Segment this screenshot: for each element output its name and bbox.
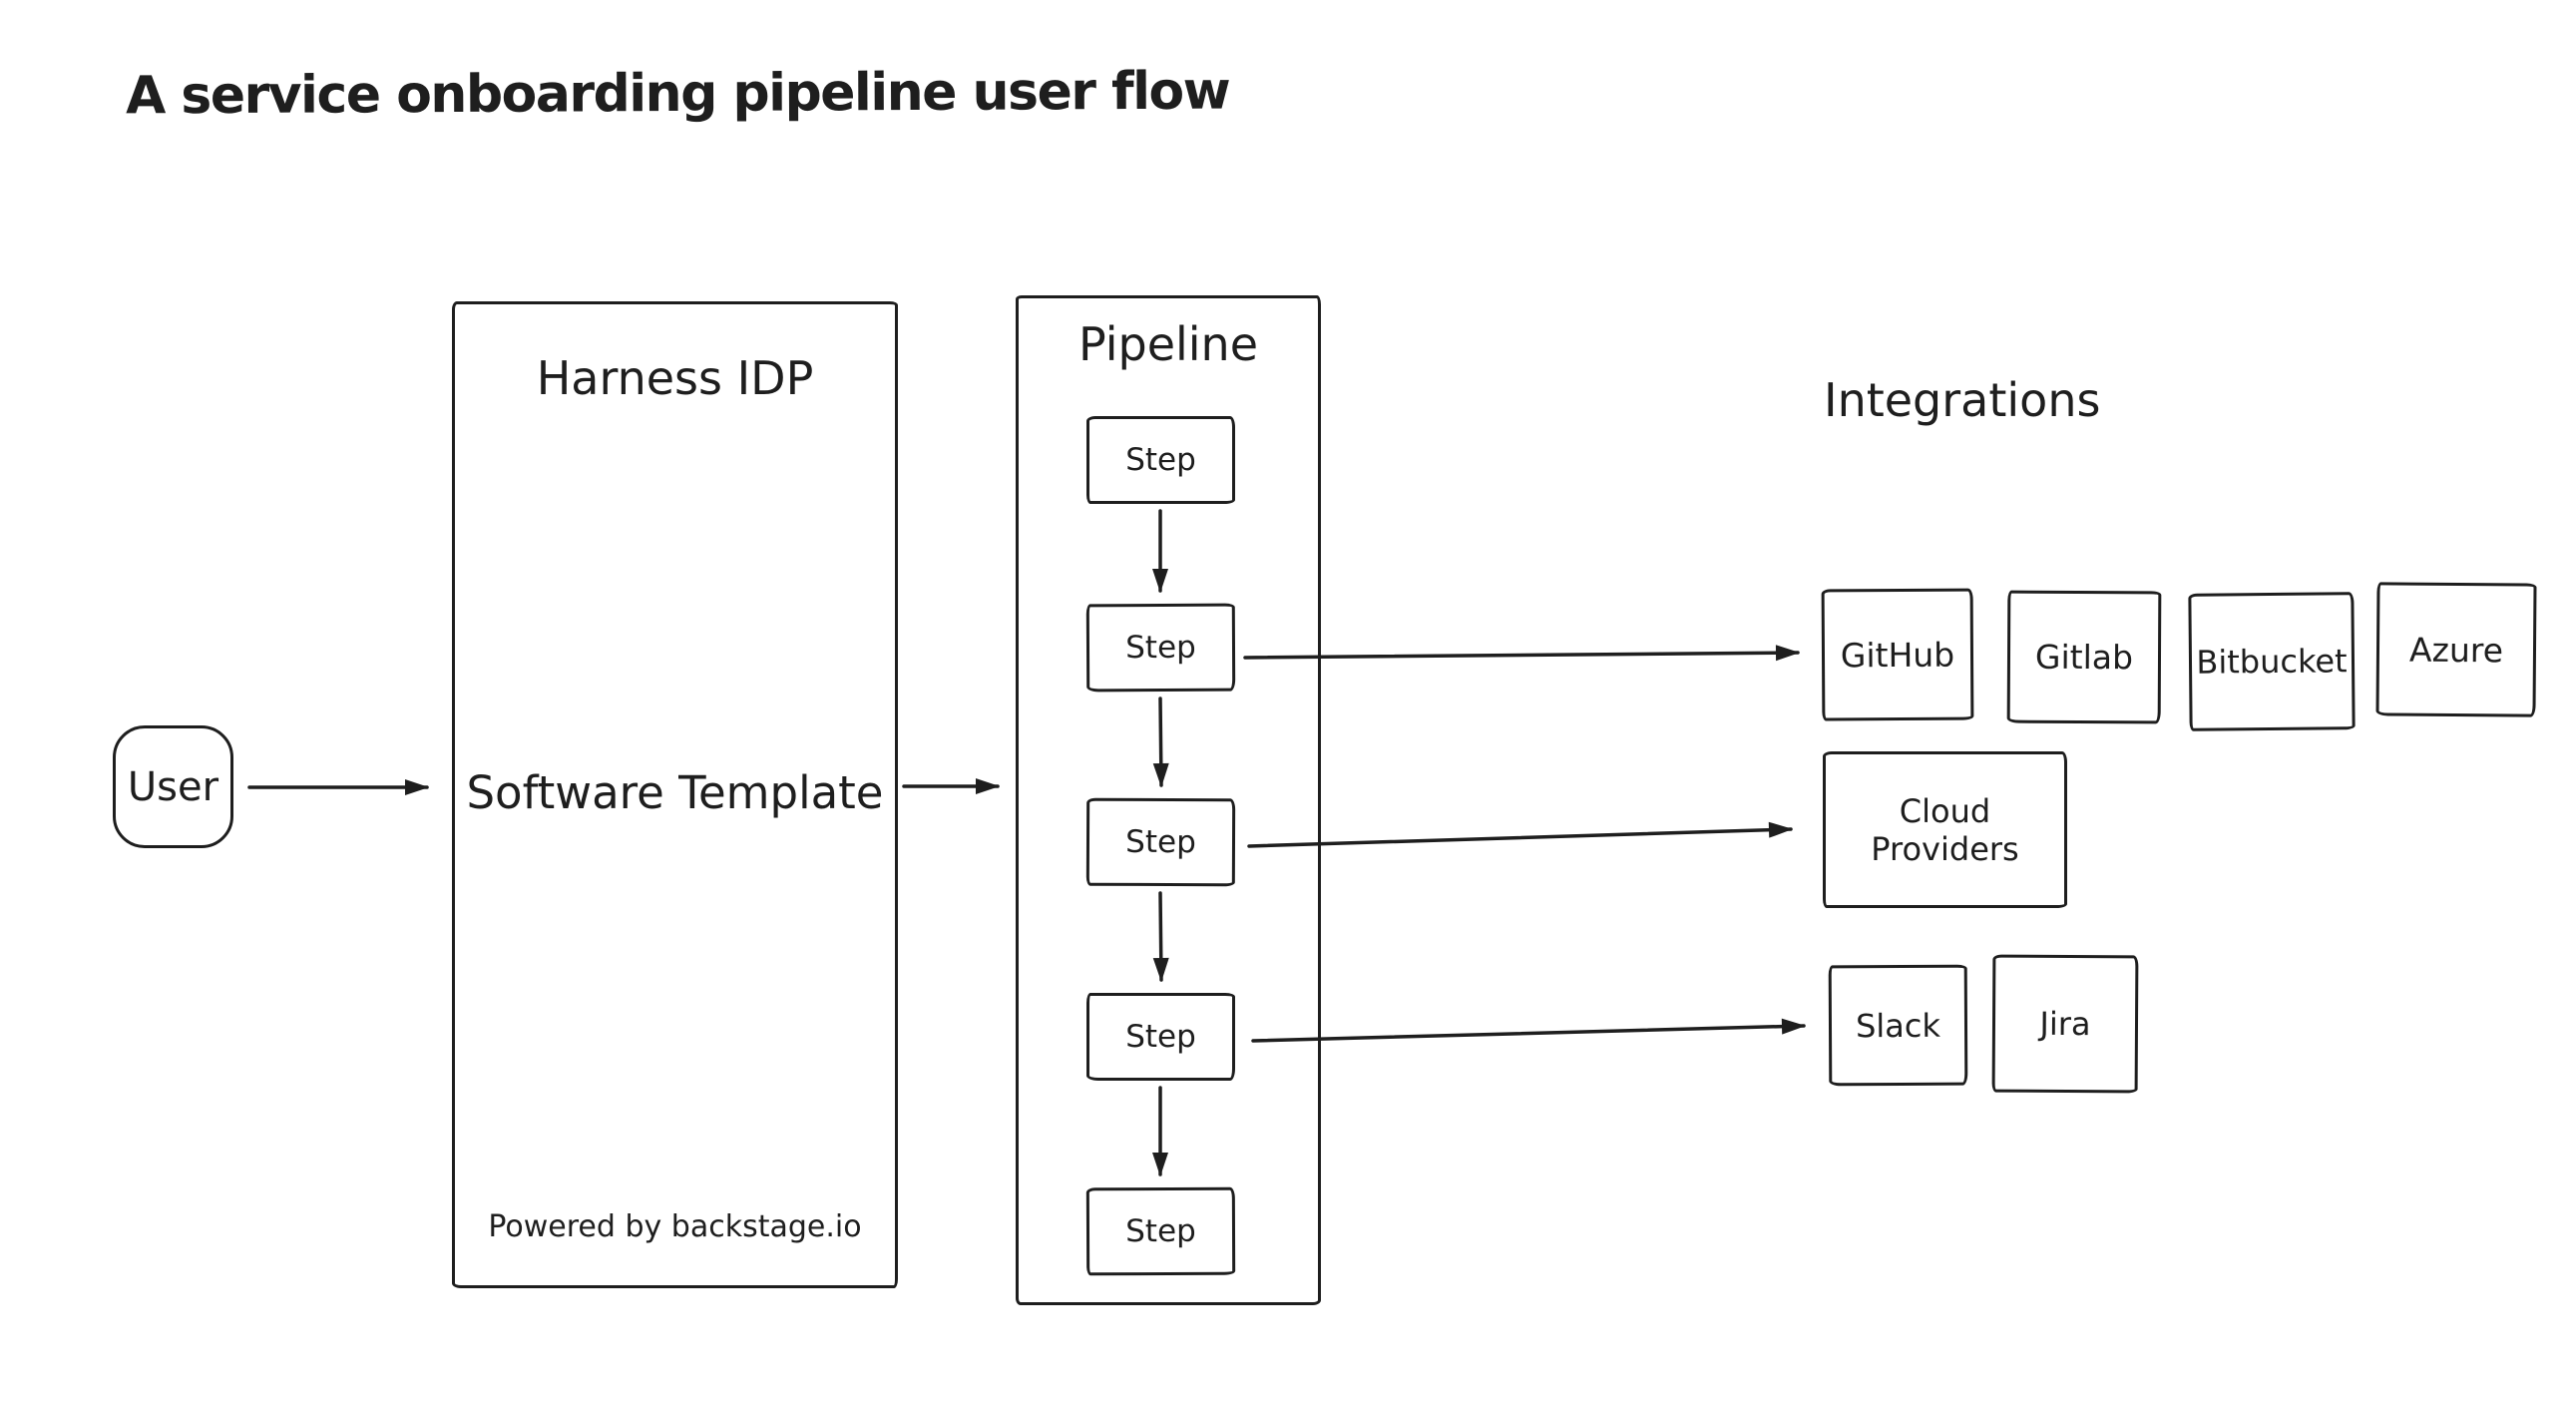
step-node-4: Step [1086, 993, 1235, 1081]
diagram-title: A service onboarding pipeline user flow [125, 61, 1230, 127]
github-label: GitHub [1840, 635, 1955, 675]
step-label: Step [1125, 1019, 1196, 1055]
step-label: Step [1125, 629, 1196, 667]
slack-label: Slack [1855, 1006, 1941, 1045]
slack-node: Slack [1828, 964, 1968, 1087]
step-node-1: Step [1086, 416, 1235, 504]
user-node: User [113, 725, 233, 848]
arrow-step4-to-slack [1251, 1018, 1806, 1043]
gitlab-label: Gitlab [2034, 637, 2134, 678]
step-node-2: Step [1085, 603, 1236, 693]
jira-node: Jira [1991, 954, 2139, 1094]
jira-label: Jira [2039, 1004, 2091, 1044]
harness-idp-box [452, 301, 898, 1288]
step-label: Step [1125, 442, 1196, 478]
gitlab-node: Gitlab [2006, 590, 2162, 724]
cloud-providers-node: Cloud Providers [1823, 751, 2067, 908]
arrow-step2-to-github [1243, 645, 1800, 662]
integrations-title: Integrations [1824, 373, 2101, 427]
step-label: Step [1125, 1212, 1196, 1250]
azure-label: Azure [2408, 630, 2504, 670]
software-template-label: Software Template [466, 766, 884, 819]
cloud-providers-label: Cloud Providers [1871, 791, 2019, 868]
pipeline-title: Pipeline [1077, 317, 1259, 371]
harness-idp-title: Harness IDP [536, 351, 814, 405]
arrow-step3-to-cloud-providers [1247, 821, 1793, 848]
step-label: Step [1125, 823, 1196, 861]
step-node-5: Step [1085, 1186, 1236, 1276]
backstage-footer-label: Powered by backstage.io [488, 1209, 862, 1244]
bitbucket-label: Bitbucket [2196, 642, 2348, 682]
github-node: GitHub [1821, 588, 1974, 721]
bitbucket-node: Bitbucket [2188, 592, 2356, 731]
user-label: User [127, 763, 219, 810]
step-node-3: Step [1085, 797, 1236, 887]
azure-node: Azure [2375, 582, 2537, 717]
